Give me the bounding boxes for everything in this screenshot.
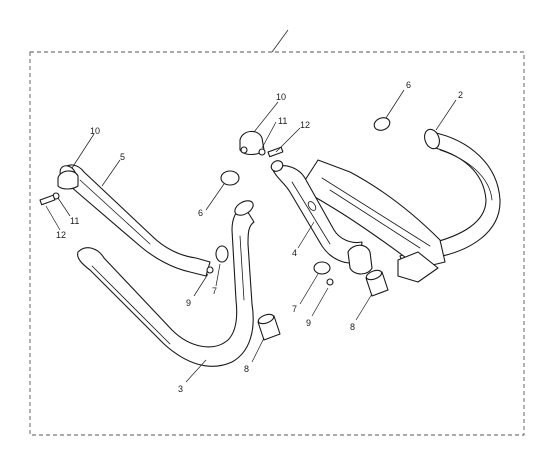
leader-4 — [297, 221, 315, 249]
leader-3 — [185, 359, 207, 383]
callout-12b: 12 — [56, 230, 66, 240]
leader-10a — [253, 101, 279, 133]
part-12-stud-upper — [267, 146, 284, 158]
part-9-bolt-left — [206, 266, 214, 274]
callout-7a: 7 — [212, 286, 217, 296]
callout-8b: 8 — [350, 322, 355, 332]
callout-10a: 10 — [276, 92, 286, 102]
part-9-bolt-right — [326, 278, 334, 286]
leader-8b — [355, 293, 373, 321]
assembly-frame — [29, 51, 525, 436]
leader-12b — [45, 205, 61, 231]
part-4-front-header-pipe — [270, 160, 373, 275]
part-11-nut-upper — [258, 148, 266, 156]
callout-4: 4 — [292, 248, 297, 258]
part-6-gasket-upper — [373, 117, 391, 131]
part-3-long-header-pipe — [77, 200, 255, 367]
part-6-gasket-left — [220, 170, 240, 186]
leader-9a — [193, 273, 209, 297]
callout-8a: 8 — [244, 364, 249, 374]
callout-2: 2 — [458, 90, 463, 100]
callout-6b: 6 — [198, 208, 203, 218]
callout-5: 5 — [120, 152, 125, 162]
leader-11b — [57, 197, 71, 217]
leader-5 — [101, 159, 121, 187]
leader-7a — [215, 263, 221, 287]
callout-11b: 11 — [70, 216, 79, 226]
part-8-sleeve-right — [365, 269, 389, 297]
leader-10b — [71, 133, 95, 169]
callout-9b: 9 — [306, 318, 311, 328]
callout-11a: 11 — [278, 116, 287, 126]
callout-9a: 9 — [186, 298, 191, 308]
leader-12a — [275, 127, 301, 153]
callout-7b: 7 — [292, 304, 297, 314]
leader-2 — [435, 99, 457, 131]
leader-8a — [251, 337, 265, 363]
leader-6a — [385, 89, 405, 119]
callout-3: 3 — [178, 384, 183, 394]
part-8-sleeve-left — [257, 313, 281, 341]
part-2-collector — [299, 159, 446, 283]
part-12-stud-left — [39, 194, 56, 206]
part-7-clamp-left — [215, 245, 229, 263]
callout-6a: 6 — [406, 80, 411, 90]
part-7-clamp-right — [313, 261, 331, 275]
frame-pointer-line — [271, 29, 289, 53]
callout-12a: 12 — [300, 120, 310, 130]
callout-10b: 10 — [90, 126, 100, 136]
leader-11a — [261, 121, 277, 149]
leader-6b — [205, 183, 225, 211]
leader-7b — [299, 273, 319, 305]
leader-9b — [311, 287, 329, 317]
part-10-clamp-left — [57, 170, 79, 190]
